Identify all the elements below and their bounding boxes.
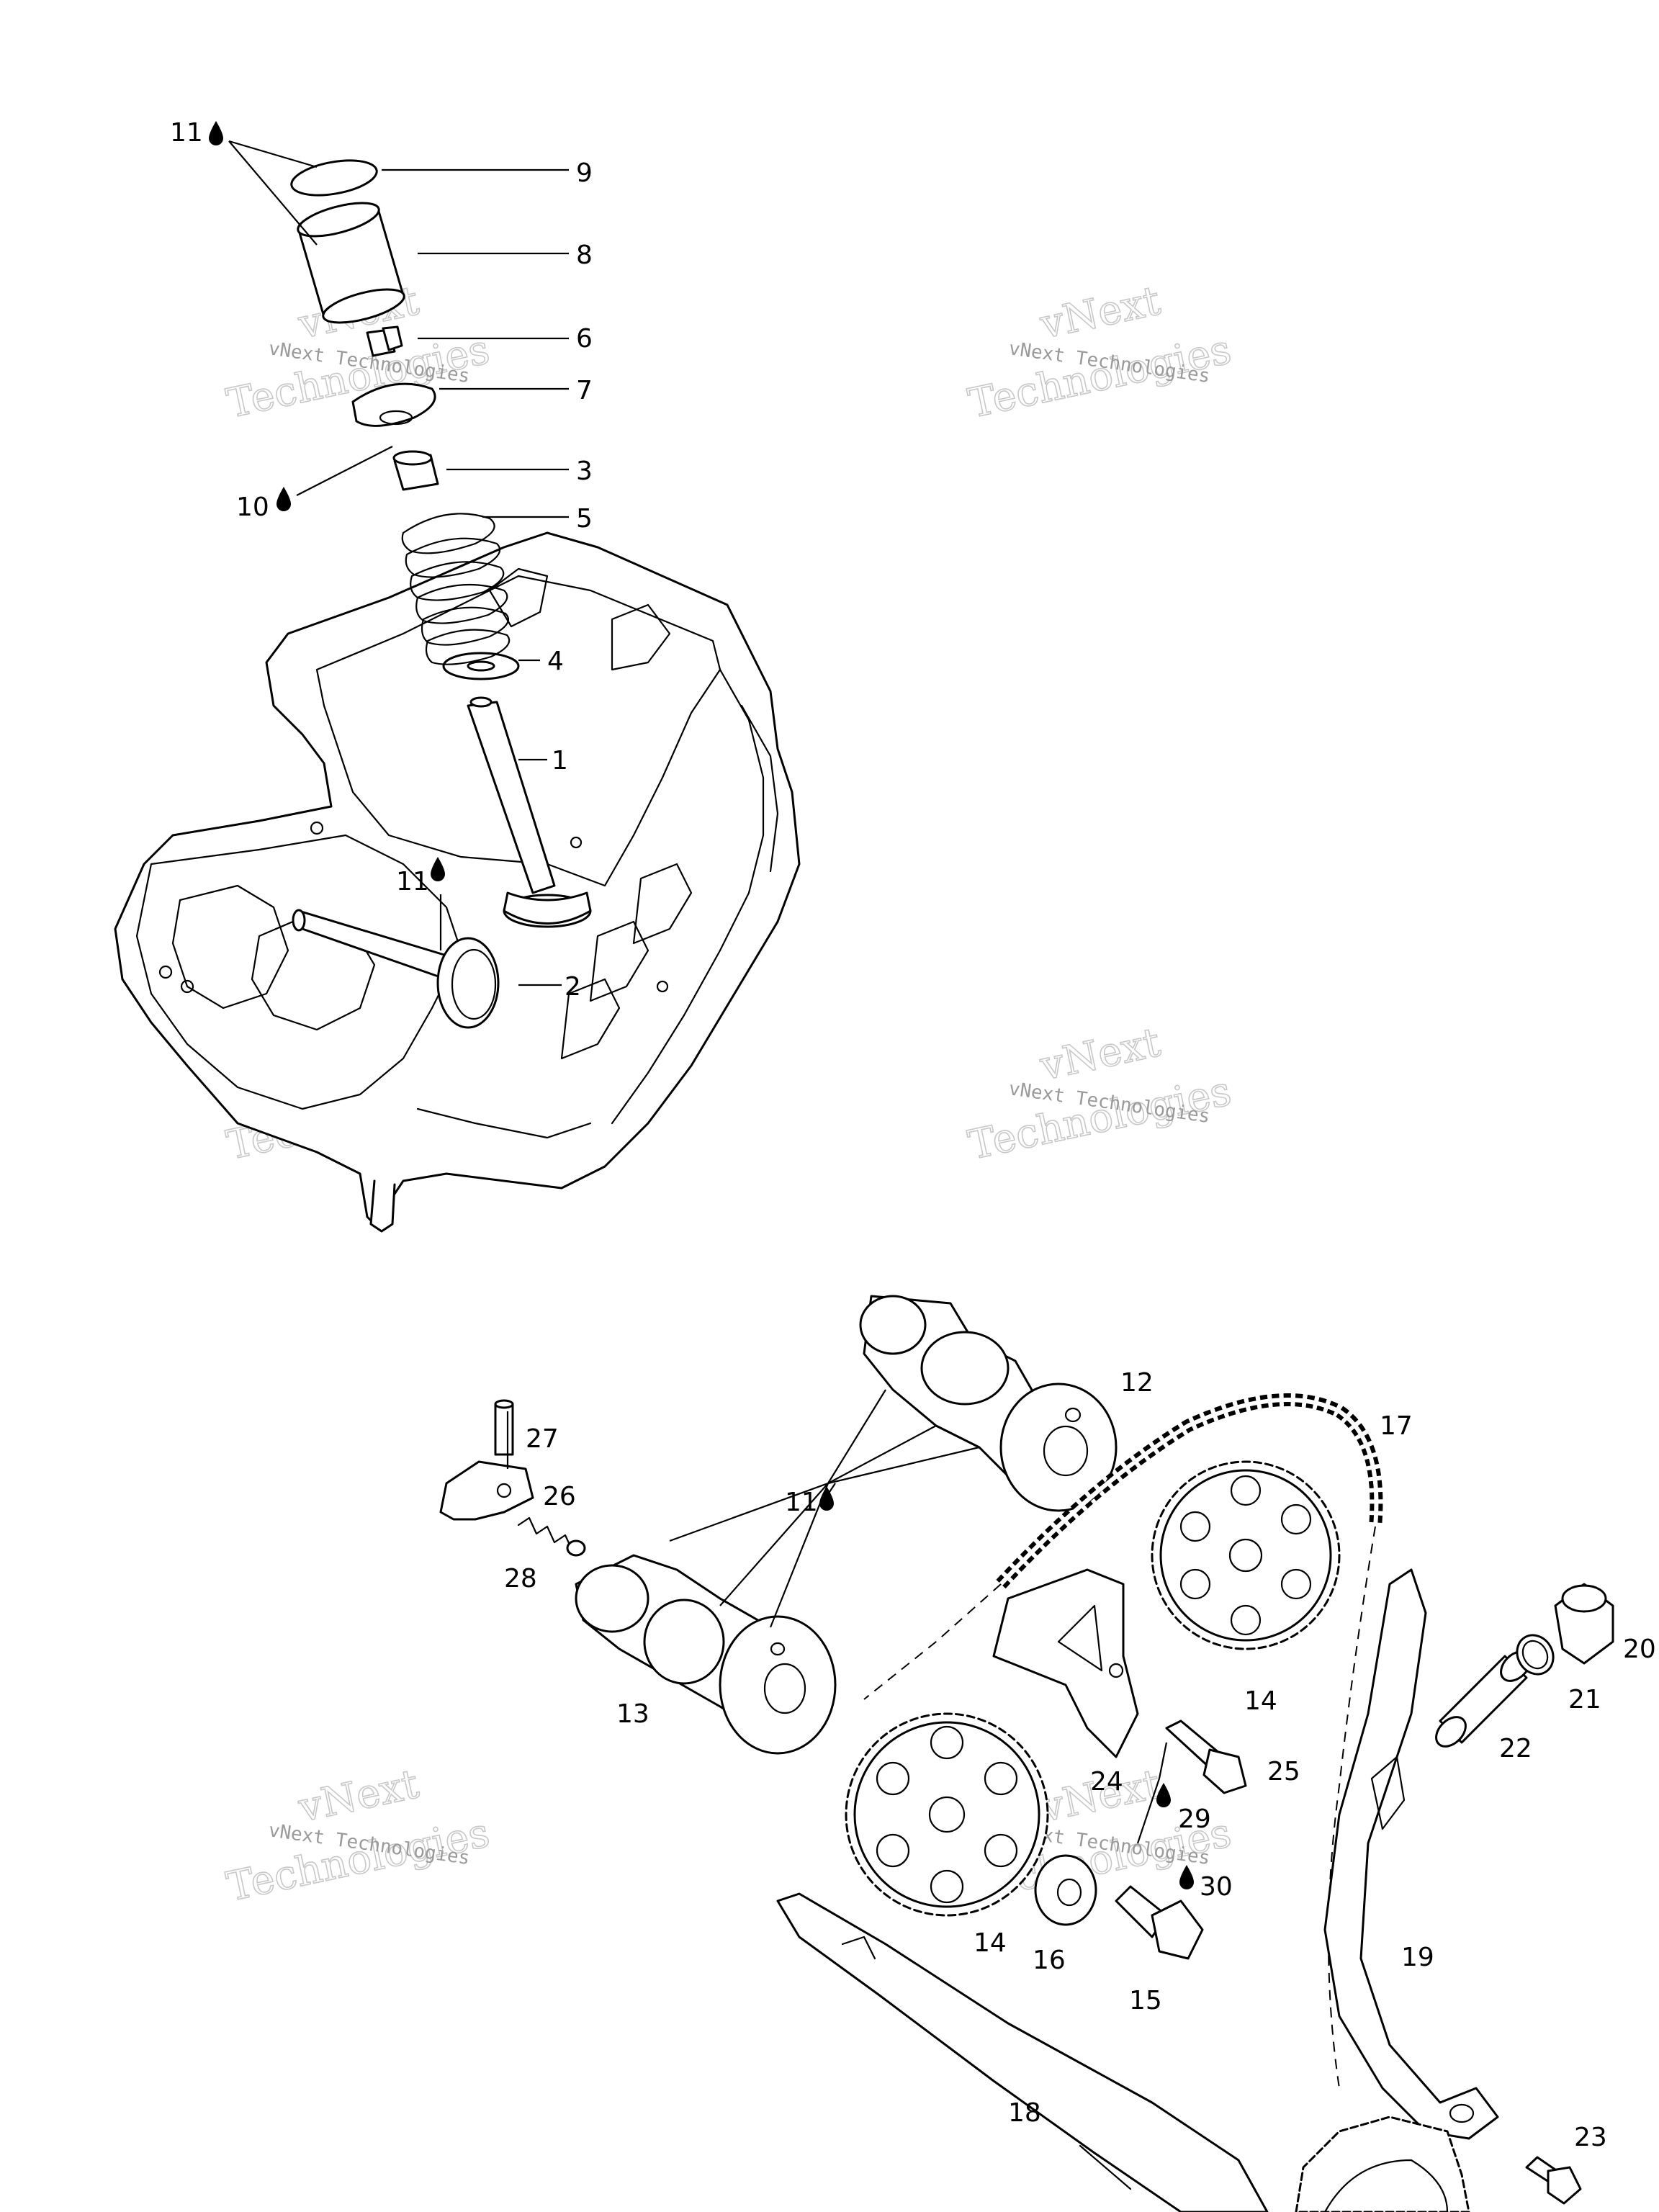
chain-guide-18 — [776, 1892, 1269, 2212]
tappet-bucket-8 — [297, 202, 405, 324]
callout-15: 15 — [1129, 1986, 1162, 2015]
callout-25: 25 — [1267, 1757, 1300, 1786]
callout-10: 10 — [236, 493, 269, 522]
spring-retainer-7 — [351, 382, 436, 427]
callout-26: 26 — [543, 1482, 576, 1511]
camshaft-13 — [575, 1554, 837, 1755]
callout-18: 18 — [1008, 2098, 1041, 2128]
callout-28: 28 — [504, 1564, 537, 1593]
callout-11: 11 — [170, 118, 203, 148]
watermark-mid-right: vNext Technologies vNext Technologies — [964, 1018, 1236, 1169]
callout-29: 29 — [1178, 1804, 1211, 1834]
cam-sprocket-14-upper — [1151, 1460, 1341, 1650]
valve-keeper-6 — [366, 325, 403, 357]
callout-30: 30 — [1200, 1872, 1233, 1902]
plug-20 — [1554, 1583, 1614, 1665]
callout-27: 27 — [526, 1424, 559, 1454]
cam-sprocket-14-lower — [845, 1712, 1049, 1917]
crank-sprocket — [1295, 2116, 1470, 2212]
valve-2 — [292, 909, 500, 1029]
oil-drop-icons — [209, 121, 1194, 1889]
callout-20: 20 — [1623, 1635, 1656, 1664]
camshaft-12 — [859, 1295, 1118, 1512]
tensioner-guide-19 — [1323, 1568, 1499, 2140]
callout-1: 1 — [552, 746, 568, 775]
callout-11: 11 — [396, 867, 429, 896]
chain-guide-24 — [992, 1568, 1139, 1758]
callout-9: 9 — [576, 158, 593, 188]
callout-4: 4 — [547, 647, 564, 676]
leader-lines-top — [228, 140, 569, 986]
shim-9 — [290, 159, 378, 197]
callout-16: 16 — [1033, 1946, 1066, 1975]
callout-2: 2 — [565, 972, 581, 1002]
callout-22: 22 — [1499, 1734, 1532, 1763]
bolt-25 — [1165, 1719, 1247, 1794]
callout-labels: 11 9 8 6 7 3 10 5 4 1 11 2 12 17 27 26 1… — [170, 118, 1656, 2152]
tensioner-plunger-22 — [1435, 1650, 1532, 1748]
callout-7: 7 — [576, 376, 593, 405]
valve-spring-5 — [401, 513, 511, 665]
watermark-line1: vNext — [1035, 277, 1164, 349]
oil-drop-icon — [276, 487, 291, 511]
valve-1 — [467, 696, 592, 928]
callout-23: 23 — [1574, 2123, 1607, 2152]
watermark-line1: vNext — [1035, 1019, 1164, 1090]
callout-19: 19 — [1401, 1943, 1434, 1972]
callout-21: 21 — [1568, 1685, 1601, 1714]
callout-12: 12 — [1120, 1368, 1154, 1398]
valve-seal-3 — [392, 450, 439, 491]
oil-drop-icon — [209, 121, 223, 145]
watermark-line1: vNext — [294, 1761, 423, 1832]
oil-drop-icon — [431, 857, 445, 881]
leader-lines-bottom — [506, 1389, 1168, 1844]
oil-drop-icon — [819, 1486, 834, 1511]
o-ring-21 — [1516, 1634, 1555, 1676]
callout-14: 14 — [1244, 1686, 1277, 1716]
oil-drop-icon — [1156, 1783, 1171, 1807]
bolt-23 — [1525, 2156, 1582, 2205]
callout-11: 11 — [785, 1488, 818, 1517]
bolt-15 — [1115, 1885, 1204, 1960]
callout-24: 24 — [1090, 1767, 1123, 1797]
callout-13: 13 — [616, 1699, 649, 1729]
cam-chain-17 — [863, 1393, 1383, 2089]
dowel-pin-27 — [494, 1399, 514, 1456]
watermark-bottom-left: vNext Technologies vNext Technologies — [222, 1760, 495, 1911]
washer-16 — [1034, 1854, 1097, 1926]
watermark-top-right: vNext Technologies vNext Technologies — [964, 276, 1236, 428]
callout-8: 8 — [576, 240, 593, 270]
callout-17: 17 — [1380, 1411, 1413, 1441]
callout-6: 6 — [576, 324, 593, 354]
callout-14: 14 — [974, 1928, 1007, 1958]
cylinder-head — [114, 531, 801, 1233]
oil-drop-icon — [1179, 1865, 1194, 1889]
callout-3: 3 — [576, 457, 593, 486]
spring-28 — [517, 1516, 586, 1557]
callout-5: 5 — [576, 504, 593, 534]
bracket-26 — [439, 1460, 534, 1521]
washer-4 — [442, 652, 520, 680]
